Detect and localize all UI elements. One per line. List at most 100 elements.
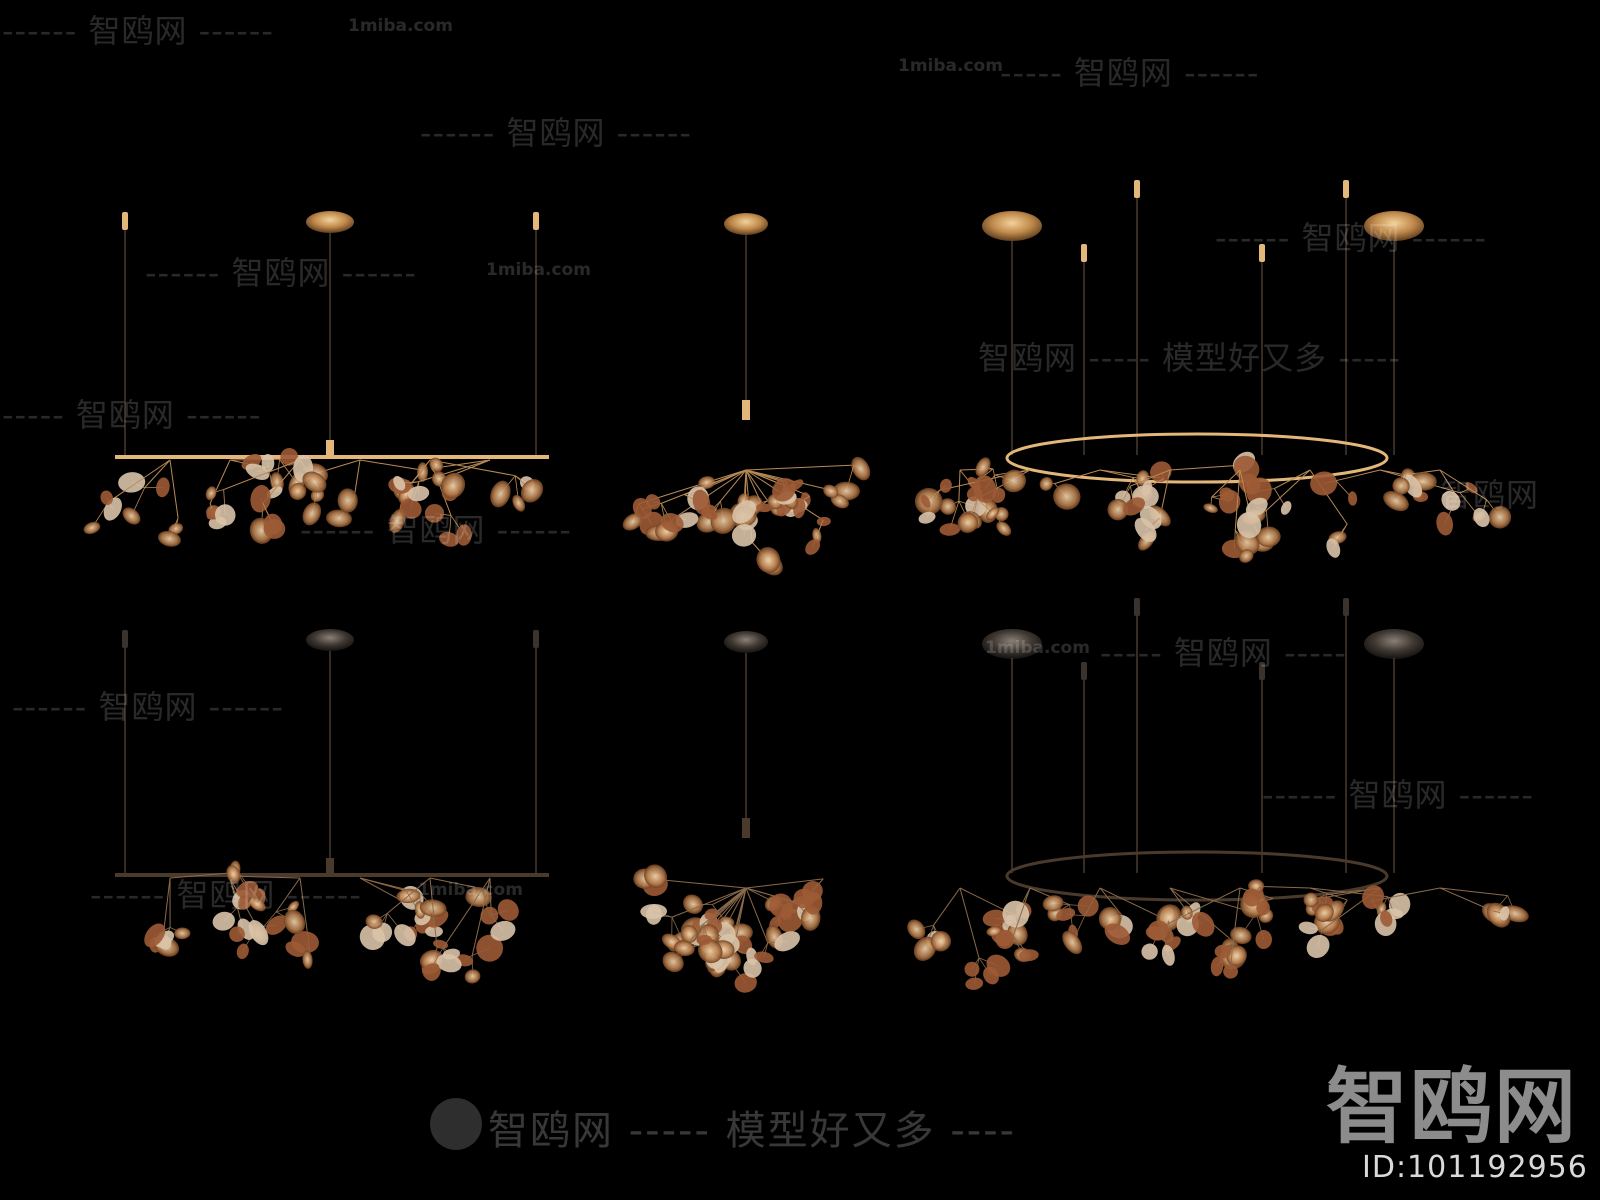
watermark-site-name: 智鸥网 — [1440, 476, 1540, 514]
leaf-disc — [490, 920, 516, 941]
ceiling-canopy — [724, 631, 768, 653]
leaf-disc — [1161, 944, 1175, 966]
leaf-disc — [393, 475, 406, 491]
leaf-disc — [640, 903, 668, 919]
branch-stem — [429, 459, 516, 477]
chandelier-hub — [742, 818, 750, 838]
branch-stem — [1266, 469, 1311, 511]
branch-stem — [745, 464, 854, 471]
leaf-disc — [337, 488, 358, 513]
watermark-site-name: 智鸥网 — [176, 876, 276, 914]
ceiling-anchor — [122, 630, 128, 648]
watermark-dashes: ------ — [1184, 54, 1260, 92]
ceiling-anchor — [533, 212, 539, 230]
leaf-disc — [156, 477, 170, 498]
leaf-disc — [83, 521, 101, 535]
leaf-disc — [1326, 538, 1341, 558]
leaf-disc — [1310, 471, 1338, 496]
leaf-disc — [1246, 477, 1272, 505]
watermark-site-name: 智鸥网 — [978, 339, 1078, 377]
branch-stem — [1169, 465, 1235, 471]
watermark-dashes: ----- — [628, 1108, 711, 1154]
chandelier-hub — [742, 400, 750, 420]
ceiling-anchor — [1081, 244, 1087, 262]
leaf-disc — [1280, 501, 1292, 515]
leaf-disc — [734, 973, 757, 993]
branch-stem — [418, 459, 491, 483]
branch-stem — [429, 877, 438, 949]
leaf-disc — [237, 894, 252, 910]
watermark-row4-mid: ------ 智鸥网 ------ — [300, 505, 572, 551]
leaf-disc — [805, 539, 821, 555]
leaf-disc — [982, 909, 1007, 927]
leaf-disc — [1488, 505, 1512, 529]
branch-stem — [1439, 887, 1508, 897]
watermark-url-row2: 1miba.com — [486, 260, 591, 280]
leaf-disc — [497, 899, 519, 921]
watermark-row5-left: ------ 智鸥网 ------ — [12, 682, 284, 728]
watermark-dashes: ------ — [1458, 776, 1534, 814]
leaf-disc — [1122, 497, 1146, 516]
branch-stem — [745, 469, 769, 502]
watermark-site-name: 智鸥网 — [1348, 776, 1448, 814]
leaf-disc — [1473, 508, 1490, 528]
leaf-disc — [918, 511, 936, 524]
branch-stem — [1099, 887, 1123, 916]
branch-stem — [108, 459, 171, 503]
branch-stem — [239, 875, 301, 879]
leaf-disc — [1242, 888, 1261, 907]
leaf-disc — [1042, 895, 1064, 912]
branch-stem — [489, 877, 492, 916]
leaf-disc — [389, 508, 406, 534]
branch-stem — [359, 459, 424, 471]
leaf-disc — [816, 516, 831, 527]
branch-stem — [442, 877, 491, 949]
branch-stem — [745, 878, 824, 889]
leaf-disc — [907, 919, 926, 940]
branch-stem — [671, 887, 747, 918]
leaf-disc — [261, 454, 275, 472]
branch-stem — [959, 887, 980, 959]
watermark-dashes: ------ — [12, 688, 88, 726]
leaf-disc — [1039, 476, 1053, 491]
branch-stem — [720, 469, 747, 502]
leaf-disc — [1203, 503, 1218, 514]
branch-stem — [715, 887, 747, 918]
leaf-disc — [965, 977, 984, 990]
watermark-dashes: ------ — [145, 254, 221, 292]
leaf-disc — [697, 939, 723, 964]
branch-stem — [1335, 469, 1381, 482]
branch-stem — [1231, 887, 1241, 949]
leaf-disc — [490, 480, 511, 508]
branch-stem — [454, 459, 491, 475]
watermark-big-logo: 智鸥网 — [1326, 1040, 1578, 1159]
leaf-disc — [662, 951, 684, 973]
watermark-row6-right: ------ 智鸥网 ------ — [1262, 770, 1534, 816]
watermark-url-row7: 1miba.com — [418, 880, 523, 900]
leaf-disc — [920, 494, 931, 508]
ceiling-anchor — [1134, 180, 1140, 198]
leaf-disc — [1441, 490, 1461, 511]
leaf-disc — [830, 494, 849, 509]
leaf-disc — [236, 881, 259, 899]
leaf-disc — [248, 896, 266, 912]
watermark-site-name: 智鸥网 — [88, 12, 188, 50]
leaf-disc — [660, 513, 684, 533]
watermark-id-text: ID:101192956 — [1362, 1150, 1588, 1185]
watermark-dashes: ------ — [616, 114, 692, 152]
ceiling-canopy — [1364, 629, 1424, 659]
leaf-disc — [520, 479, 544, 503]
leaf-disc — [174, 927, 191, 940]
branch-stem — [223, 459, 301, 491]
leaf-disc — [1499, 906, 1510, 921]
ceiling-anchor — [122, 212, 128, 230]
branch-stem — [712, 887, 747, 906]
leaf-disc — [930, 931, 952, 952]
leaf-disc — [215, 504, 236, 526]
leaf-disc — [734, 935, 753, 954]
watermark-site-name: 智鸥网 — [98, 688, 198, 726]
leaf-disc — [425, 925, 443, 938]
ceiling-anchor — [1259, 244, 1265, 262]
leaf-disc — [265, 915, 287, 935]
